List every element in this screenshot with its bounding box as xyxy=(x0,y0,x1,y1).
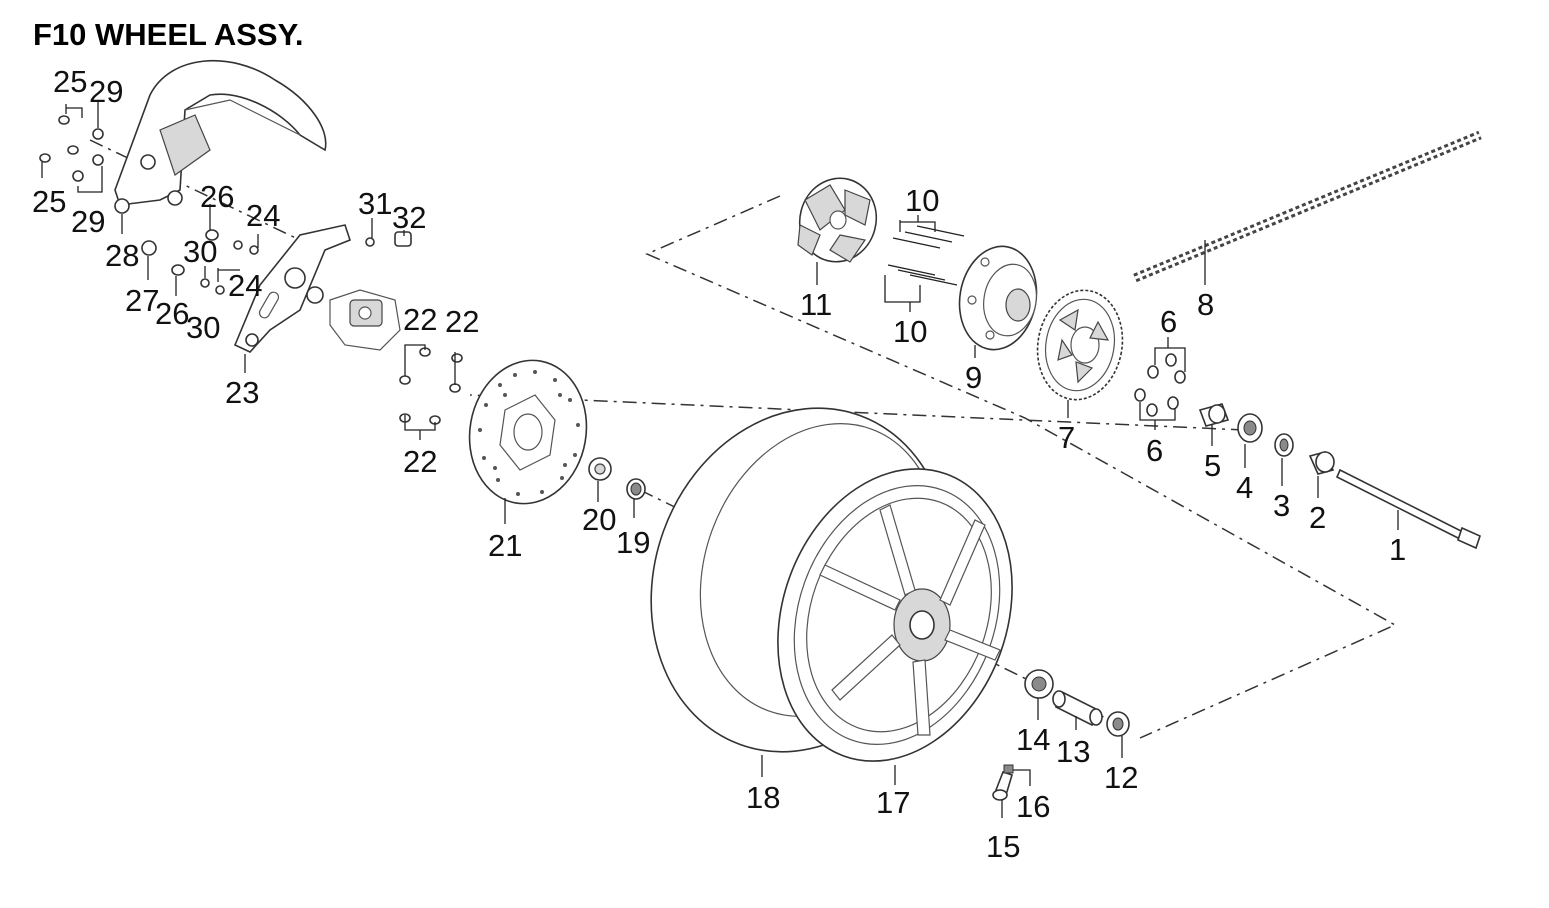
callout-8: 8 xyxy=(1197,287,1214,322)
callout-23: 23 xyxy=(225,375,259,410)
callout-24-bottom: 24 xyxy=(228,268,262,303)
diagram-title: F10 WHEEL ASSY. xyxy=(33,17,303,52)
callout-24-top: 24 xyxy=(246,198,280,233)
fender-bolts xyxy=(39,115,412,295)
axle-centerline xyxy=(469,394,1246,431)
callout-11: 11 xyxy=(800,287,832,322)
brake-disc xyxy=(468,359,588,505)
caliper-bracket xyxy=(233,224,351,353)
callout-9: 9 xyxy=(965,360,982,395)
bearing-14 xyxy=(1024,669,1054,699)
callout-5: 5 xyxy=(1204,448,1221,483)
left-spacer xyxy=(588,457,612,481)
callout-29-bottom: 29 xyxy=(71,204,105,239)
bearing-12 xyxy=(1106,711,1130,737)
callout-7: 7 xyxy=(1058,420,1075,455)
callout-6-top: 6 xyxy=(1160,304,1177,339)
callout-3: 3 xyxy=(1273,488,1290,523)
oil-seal-left xyxy=(626,478,646,500)
callout-21: 21 xyxy=(488,528,522,563)
callout-4: 4 xyxy=(1236,470,1253,505)
callout-16: 16 xyxy=(1016,789,1050,824)
callout-26-top: 26 xyxy=(200,179,234,214)
callout-labels: 1 2 3 4 5 6 6 7 8 9 10 10 11 12 13 14 15… xyxy=(32,64,1406,864)
tire-valve xyxy=(992,764,1014,801)
callout-25-top: 25 xyxy=(53,64,87,99)
brake-caliper xyxy=(329,289,401,351)
callout-18: 18 xyxy=(746,780,780,815)
callout-15: 15 xyxy=(986,829,1020,864)
callout-14: 14 xyxy=(1016,722,1050,757)
callout-10-top: 10 xyxy=(905,183,939,218)
callout-12: 12 xyxy=(1104,760,1138,795)
callout-26-bottom: 26 xyxy=(155,296,189,331)
callout-28: 28 xyxy=(105,238,139,273)
callout-20: 20 xyxy=(582,502,616,537)
collar xyxy=(1198,403,1230,427)
callout-2: 2 xyxy=(1309,500,1326,535)
leader-lines xyxy=(41,102,1399,818)
callout-31: 31 xyxy=(358,186,392,221)
callout-30-bottom: 30 xyxy=(186,310,220,345)
callout-22-left: 22 xyxy=(403,302,437,337)
rear-axle xyxy=(1335,468,1481,550)
rear-sprocket xyxy=(1036,289,1124,401)
sprocket-hub xyxy=(958,245,1038,351)
callout-10-bottom: 10 xyxy=(893,314,927,349)
bearing-4 xyxy=(1237,413,1263,443)
callout-13: 13 xyxy=(1056,734,1090,769)
spacer-2 xyxy=(1308,451,1335,475)
hub-spacer xyxy=(1052,690,1103,727)
drive-chain xyxy=(1133,130,1482,283)
callout-30-top: 30 xyxy=(183,234,217,269)
callout-32: 32 xyxy=(392,200,426,235)
wheel-rim xyxy=(777,468,1013,762)
callout-29-top: 29 xyxy=(89,74,123,109)
sprocket-nuts xyxy=(1134,353,1186,417)
disc-bolts xyxy=(399,347,463,425)
callout-6-bottom: 6 xyxy=(1146,433,1163,468)
callout-22-bottom: 22 xyxy=(403,444,437,479)
callout-1: 1 xyxy=(1389,532,1406,567)
fender-centerline xyxy=(89,139,301,241)
cush-drive-damper xyxy=(797,177,878,263)
assembly-boundary xyxy=(645,195,1397,739)
callout-17: 17 xyxy=(876,785,910,820)
callout-27: 27 xyxy=(125,283,159,318)
callout-19: 19 xyxy=(616,525,650,560)
sprocket-studs xyxy=(887,225,965,286)
rear-fender xyxy=(114,60,327,214)
callout-22-right: 22 xyxy=(445,304,479,339)
callout-25-bottom: 25 xyxy=(32,184,66,219)
oil-seal-3 xyxy=(1274,433,1294,457)
